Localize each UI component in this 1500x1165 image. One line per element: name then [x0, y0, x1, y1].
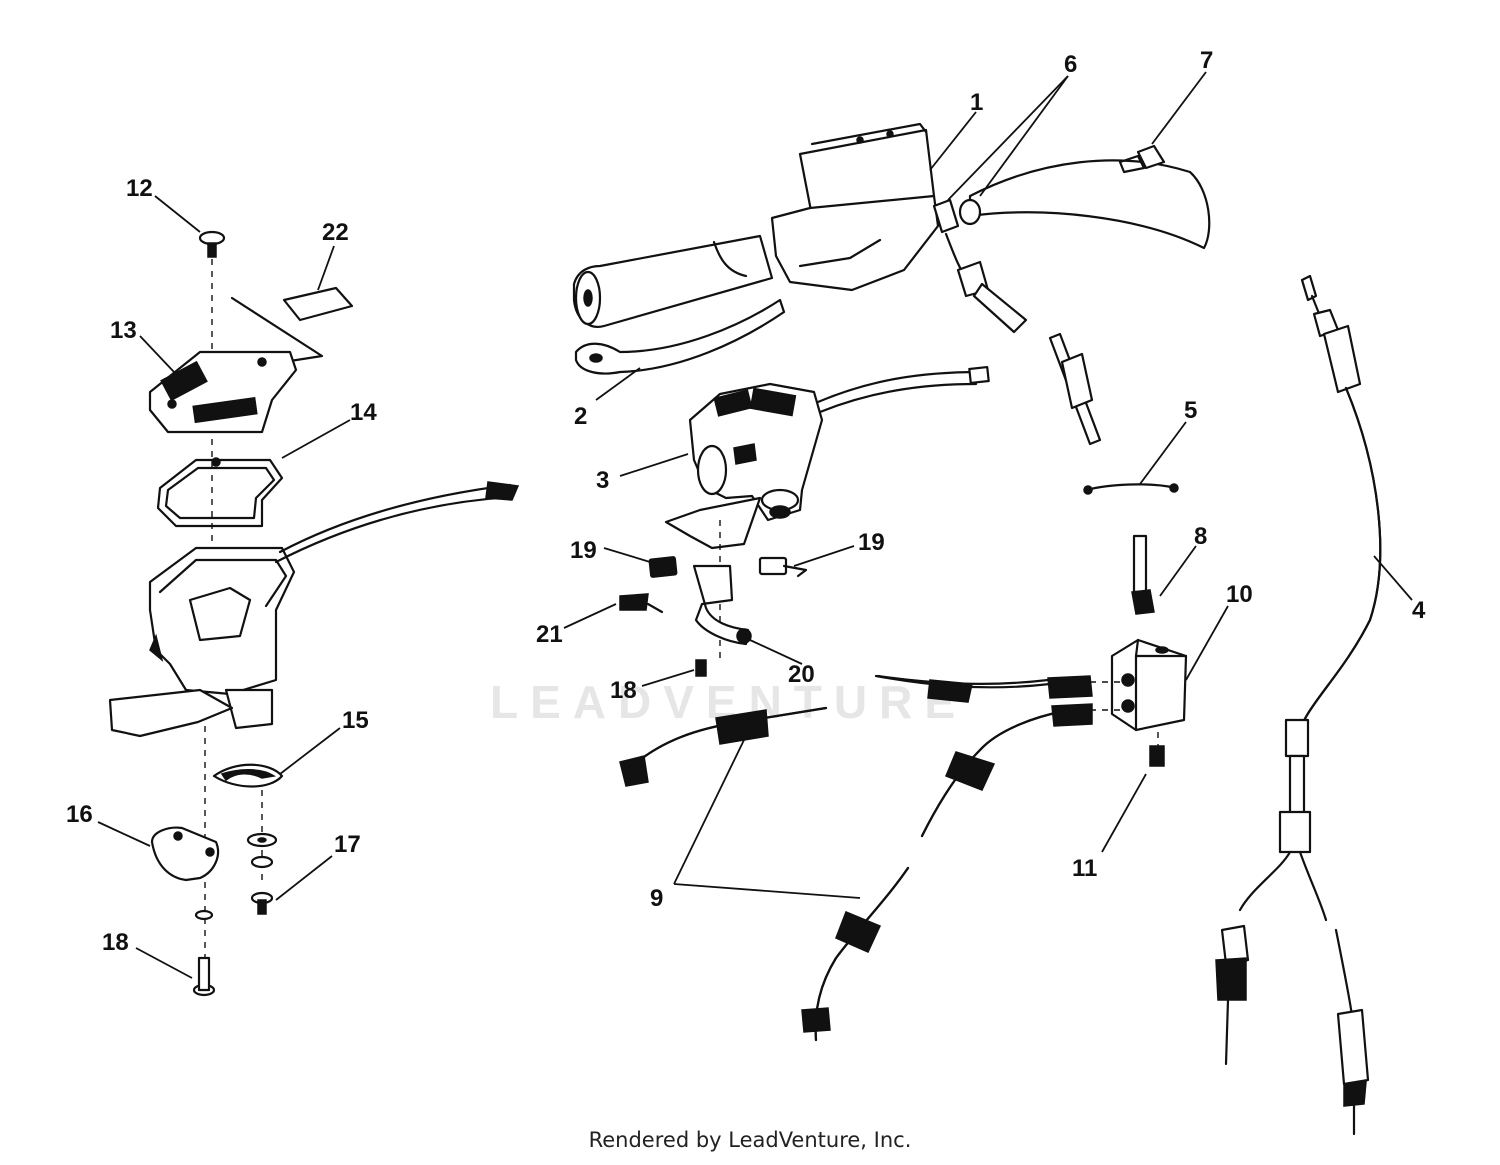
cover-part-13: [148, 350, 298, 434]
callout-18-center: 18: [610, 677, 637, 704]
throttle-housing-body: [108, 481, 520, 738]
junction-block-part-10: [1090, 638, 1188, 732]
callout-8: 8: [1194, 523, 1207, 550]
hose-part-9: [619, 706, 910, 1042]
callout-10: 10: [1226, 581, 1253, 608]
callout-17: 17: [334, 831, 361, 858]
callout-13: 13: [110, 317, 137, 344]
callout-5: 5: [1184, 397, 1197, 424]
callout-6: 6: [1064, 51, 1077, 78]
washer-stack-part-17: [246, 832, 278, 915]
callout-15: 15: [342, 707, 369, 734]
throttle-housing-assembly: [108, 230, 520, 997]
callout-12: 12: [126, 175, 153, 202]
callout-7: 7: [1200, 47, 1213, 74]
callout-3: 3: [596, 467, 609, 494]
footer-credit: Rendered by LeadVenture, Inc.: [588, 1128, 912, 1152]
callout-9: 9: [650, 885, 663, 912]
callout-22: 22: [322, 219, 349, 246]
callout-1: 1: [970, 89, 983, 116]
leader-lines: [97, 71, 1413, 979]
hose-segment-upper: [1048, 332, 1102, 446]
callout-18-left: 18: [102, 929, 129, 956]
master-cylinder-assembly: [572, 122, 1211, 375]
clip-part-15: [212, 763, 284, 788]
callout-labels: 1 2 3 4 5 6 7 8 9 10 11 12 13 14 15 16 1…: [66, 47, 1426, 956]
callout-19-left: 19: [570, 537, 597, 564]
bolt-part-11: [1149, 732, 1165, 767]
callout-2: 2: [574, 403, 587, 430]
cable-part-4: [1215, 274, 1382, 1136]
callout-21: 21: [536, 621, 563, 648]
gasket-part-14: [156, 457, 284, 528]
hose-lines-to-block: [874, 674, 1093, 838]
switch-bracket-hardware: [619, 556, 808, 677]
fitting-part-8: [1131, 534, 1155, 615]
bolt-part-18: [192, 909, 216, 997]
callout-19-right: 19: [858, 529, 885, 556]
callout-11: 11: [1072, 855, 1097, 882]
callout-14: 14: [350, 399, 377, 426]
switch-housing-part-3: [664, 365, 990, 660]
callout-4: 4: [1412, 597, 1426, 624]
hose-part-5: [1083, 483, 1179, 495]
screw-part-12: [198, 230, 226, 258]
callout-16: 16: [66, 801, 93, 828]
callout-20: 20: [788, 661, 815, 688]
clamp-part-16: [150, 826, 220, 882]
